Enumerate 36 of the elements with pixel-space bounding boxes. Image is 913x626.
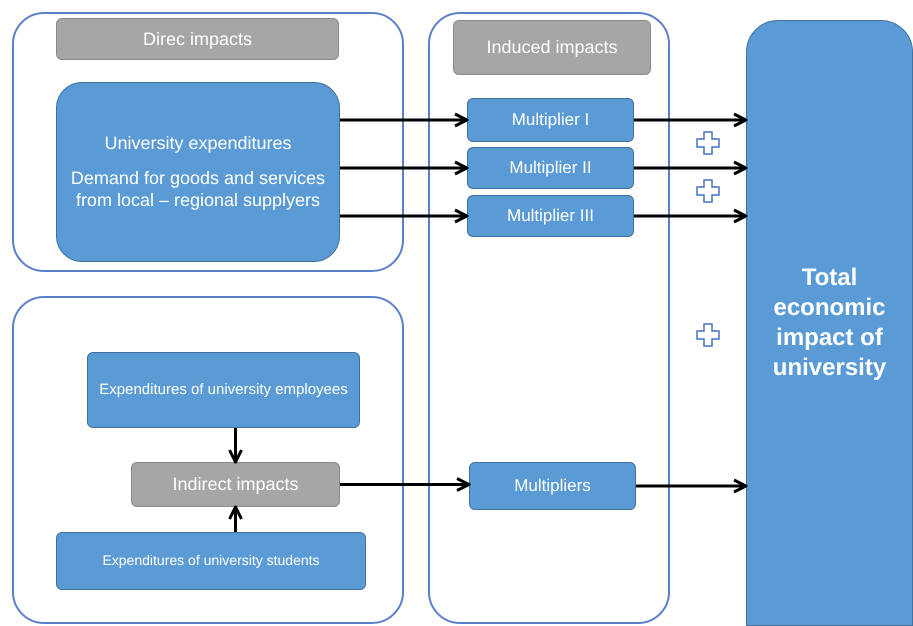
box-text: Multiplier I — [512, 109, 590, 131]
process-box — [87, 352, 360, 428]
arrow — [634, 112, 748, 128]
arrow — [634, 160, 748, 176]
process-box — [467, 195, 634, 237]
arrow — [228, 428, 243, 464]
result-box — [746, 20, 913, 626]
process-box — [469, 462, 636, 510]
process-box — [131, 462, 340, 507]
box-text: Expenditures of university students — [102, 552, 320, 570]
arrow — [340, 112, 468, 128]
arrow — [340, 477, 470, 492]
arrow — [634, 208, 748, 224]
box-text: Multipliers — [514, 475, 591, 497]
arrow — [340, 208, 468, 224]
box-text: Indirect impacts — [172, 473, 299, 496]
group-panel — [12, 12, 404, 272]
process-box — [467, 147, 634, 189]
arrow — [340, 160, 468, 176]
heading-box — [56, 18, 339, 60]
box-text: Expenditures of university employees — [99, 380, 348, 400]
group-panel — [428, 12, 670, 624]
arrow — [636, 478, 748, 494]
box-text: Direc impacts — [142, 28, 252, 50]
box-text: Multiplier III — [507, 205, 594, 227]
box-text: Total economic impact of university — [772, 263, 888, 383]
box-text: University expenditures — [104, 132, 292, 155]
box-text: Induced impacts — [486, 36, 618, 59]
arrow — [228, 506, 243, 532]
group-panel — [12, 296, 404, 624]
box-text: Demand for goods and services from local – regional supplyers — [70, 166, 326, 212]
heading-box — [453, 20, 651, 75]
box-text: Multiplier II — [509, 157, 592, 179]
process-box — [467, 98, 634, 142]
process-box — [56, 82, 340, 262]
process-box — [56, 532, 366, 590]
